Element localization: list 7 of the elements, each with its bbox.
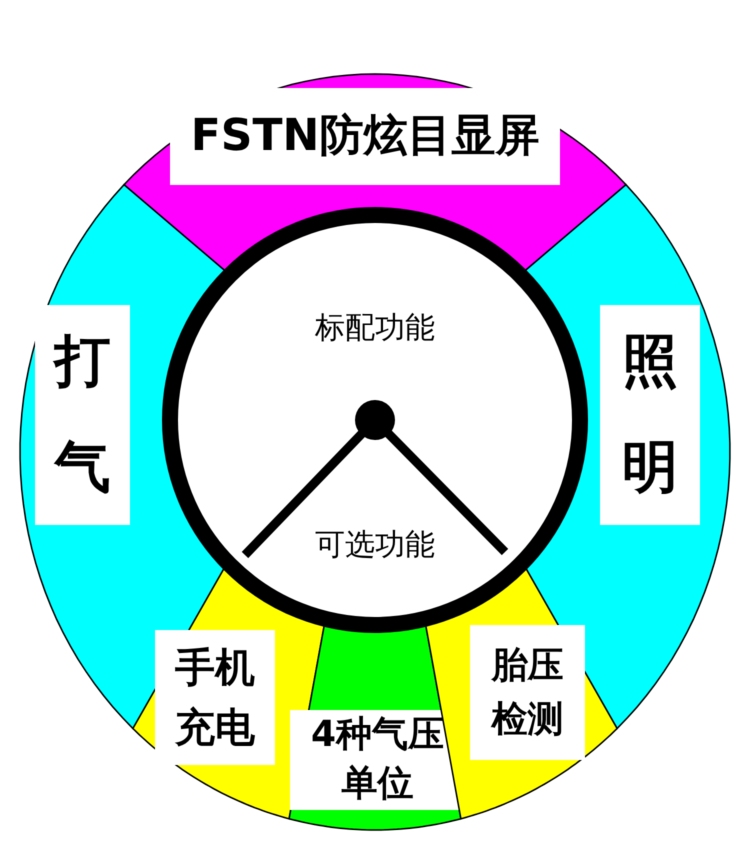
section-label: 标配功能 bbox=[315, 310, 435, 348]
feature-label: 照明 bbox=[600, 305, 700, 525]
feature-label: 手机充电 bbox=[155, 630, 275, 765]
feature-label: 胎压检测 bbox=[470, 625, 585, 760]
section-label: 可选功能 bbox=[315, 526, 435, 564]
feature-label: FSTN防炫目显屏 bbox=[170, 88, 560, 185]
feature-label: 打气 bbox=[35, 305, 130, 525]
